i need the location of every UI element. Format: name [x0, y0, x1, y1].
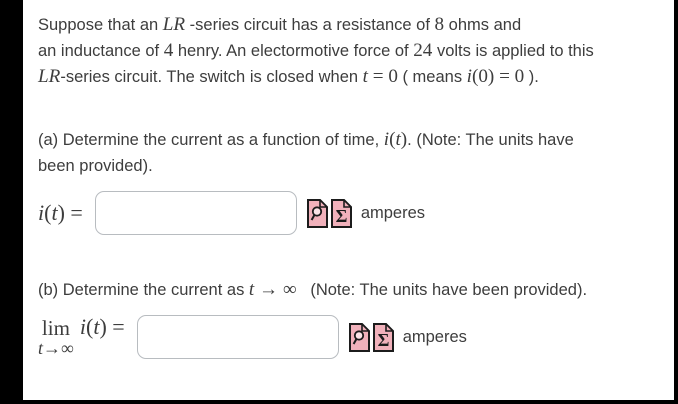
problem-statement: Suppose that an LR -series circuit has a… [38, 12, 674, 90]
part-a-answer-input[interactable] [94, 191, 297, 235]
part-b-heading: (b) Determine the current as t → ∞ (Note… [38, 277, 674, 303]
part-b-heading-line: (b) Determine the current as t → ∞ (Note… [38, 279, 588, 300]
svg-text:Σ: Σ [377, 330, 389, 350]
problem-container: Suppose that an LR -series circuit has a… [38, 12, 674, 360]
symbolic-formatting-help-icon[interactable]: Σ [330, 198, 352, 228]
part-a-icon-group: Σ [306, 198, 352, 228]
statement-line-2: an inductance of 4 henry. An electormoti… [38, 40, 594, 61]
preview-answer-icon[interactable] [348, 322, 370, 352]
part-b-answer-input[interactable] [136, 315, 339, 359]
svg-text:Σ: Σ [335, 206, 347, 226]
part-b-icon-group: Σ [348, 322, 394, 352]
statement-line-3: LR-series circuit. The switch is closed … [38, 66, 539, 87]
lim-subscript: t→∞ [38, 337, 74, 358]
part-b-answer-row: lim t→∞ i(t) = Σ amperes [38, 314, 674, 360]
limit-expression: lim t→∞ [38, 315, 74, 358]
lim-operator: lim [41, 315, 70, 340]
part-a-heading-line-2: been provided). [38, 157, 153, 175]
left-frame-bar [0, 0, 23, 404]
part-a-answer-row: i(t) = Σ amperes [38, 190, 674, 236]
right-frame-bar [674, 0, 678, 404]
part-b-expression-label: i(t) = [79, 314, 125, 339]
symbolic-formatting-help-icon[interactable]: Σ [372, 322, 394, 352]
part-a-heading-line-1: (a) Determine the current as a function … [38, 129, 574, 150]
preview-answer-icon[interactable] [306, 198, 328, 228]
part-b-unit-label: amperes [402, 327, 467, 346]
part-a-unit-label: amperes [360, 203, 426, 222]
bottom-frame-bar [0, 400, 678, 404]
part-a-expression-label: i(t) = [38, 200, 83, 225]
statement-line-1: Suppose that an LR -series circuit has a… [38, 14, 522, 35]
part-a-heading: (a) Determine the current as a function … [38, 127, 674, 179]
